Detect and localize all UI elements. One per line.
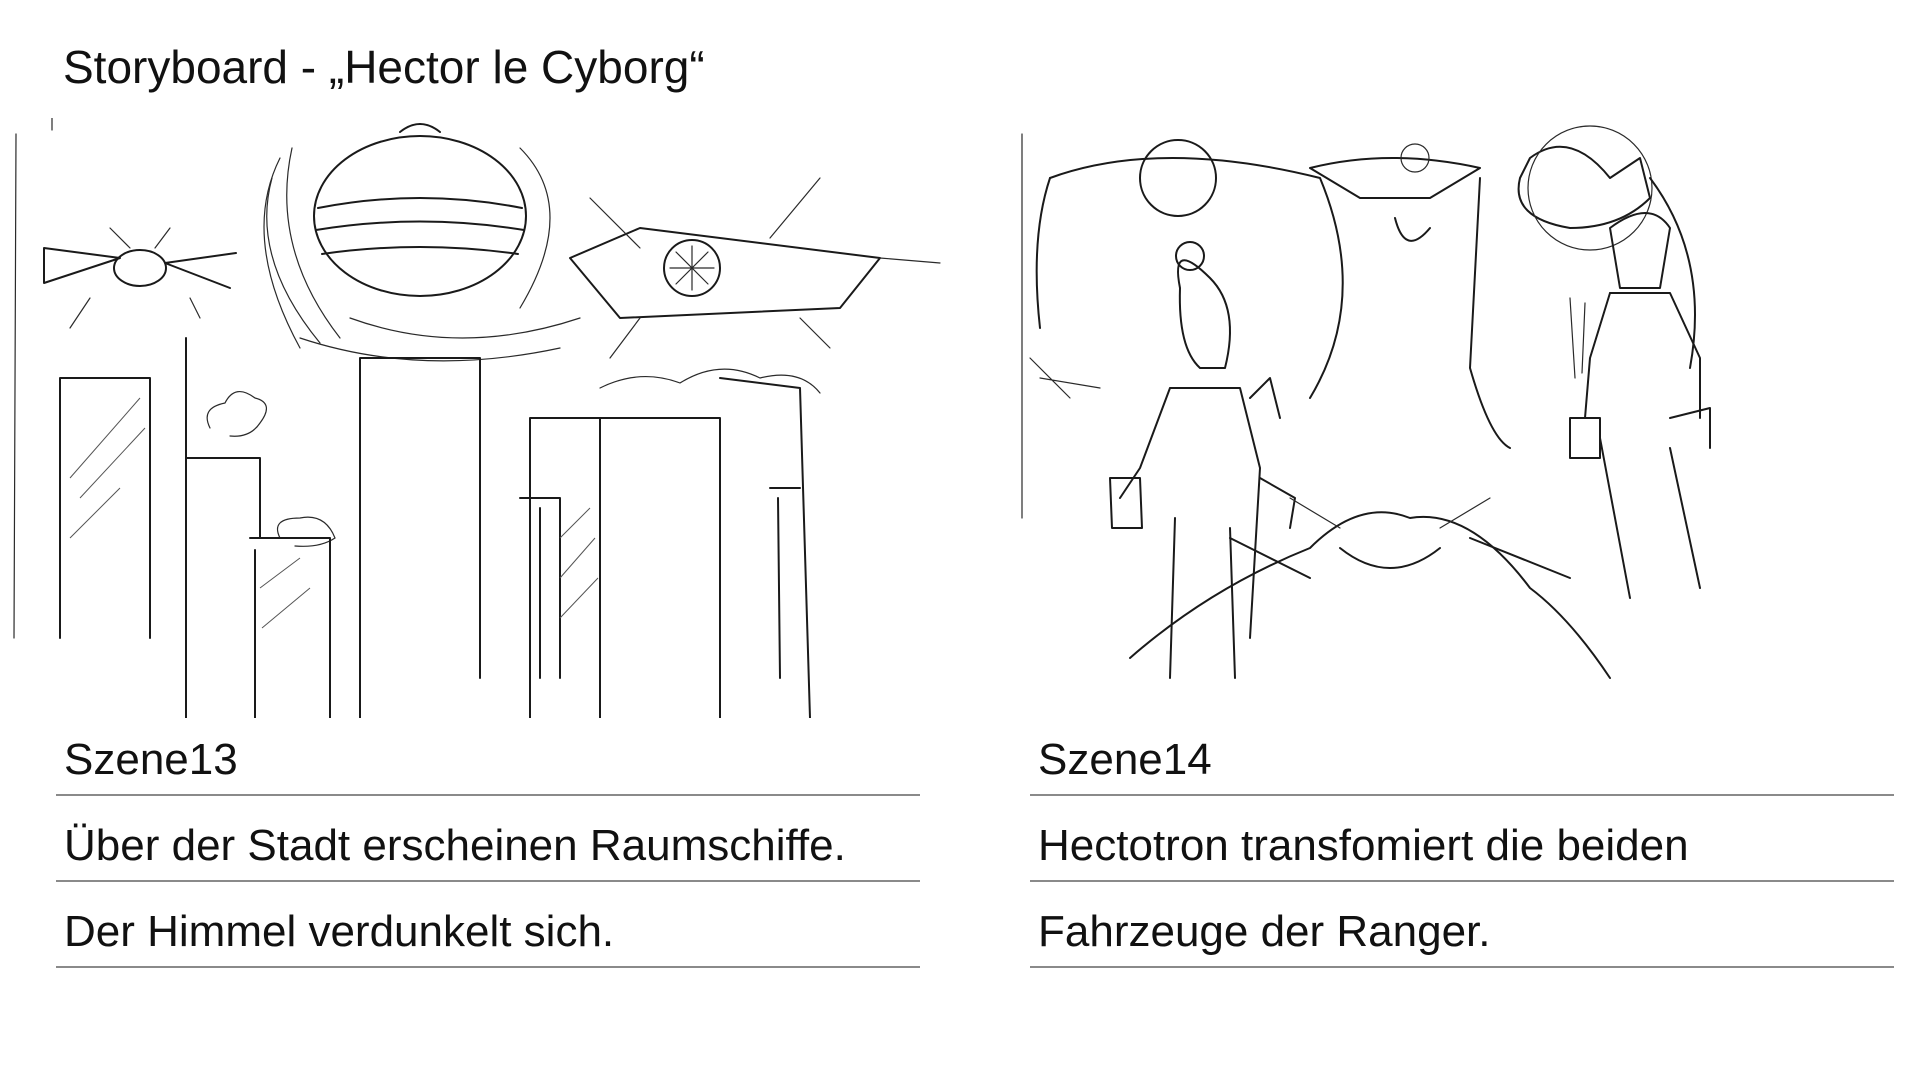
scene-14-caption: Szene14 Hectotron transfomiert die beide… [1030, 735, 1894, 968]
scene-13-text-line-1: Über der Stadt erscheinen Raumschiffe. [56, 796, 920, 882]
smoke-cloud [599, 368, 821, 394]
writing-line [56, 966, 920, 968]
scene-14-text-2: Fahrzeuge der Ranger. [1038, 907, 1491, 956]
writing-line [1030, 966, 1894, 968]
right-winged-machine [1469, 125, 1696, 449]
scene-14-sketch [1010, 118, 1920, 718]
scene-14-text-1: Hectotron transfomiert die beiden [1038, 821, 1689, 870]
frame-line [13, 133, 17, 639]
scene-13-text-line-2: Der Himmel verdunkelt sich. [56, 882, 920, 968]
city-buildings [59, 337, 811, 718]
ranger-vehicle [1129, 497, 1611, 679]
writing-line [1030, 880, 1894, 882]
storyboard-title: Storyboard - „Hector le Cyborg“ [63, 41, 705, 93]
scene-13-text-1: Über der Stadt erscheinen Raumschiffe. [64, 821, 846, 870]
writing-line [56, 794, 920, 796]
writing-line [56, 880, 920, 882]
scene-14-heading-line: Szene14 [1030, 735, 1894, 796]
top-ship [1309, 143, 1481, 242]
left-spaceship [43, 227, 237, 329]
right-spaceship [569, 177, 941, 359]
central-spaceship [263, 123, 581, 362]
scene-14-drawing [1021, 125, 1711, 679]
scene-13-drawing [13, 118, 941, 718]
writing-line [1030, 794, 1894, 796]
scene-13-heading-line: Szene13 [56, 735, 920, 796]
scene-13-sketch [0, 118, 960, 718]
scene-13-text-2: Der Himmel verdunkelt sich. [64, 907, 615, 956]
scene-14-text-line-1: Hectotron transfomiert die beiden [1030, 796, 1894, 882]
scene-14-text-line-2: Fahrzeuge der Ranger. [1030, 882, 1894, 968]
right-ranger [1569, 212, 1711, 599]
scene-14-label: Szene14 [1038, 735, 1212, 784]
left-winged-machine [1029, 139, 1344, 419]
scene-13-label: Szene13 [64, 735, 238, 784]
left-ranger [1109, 259, 1296, 679]
scene-13-caption: Szene13 Über der Stadt erscheinen Raumsc… [56, 735, 920, 968]
